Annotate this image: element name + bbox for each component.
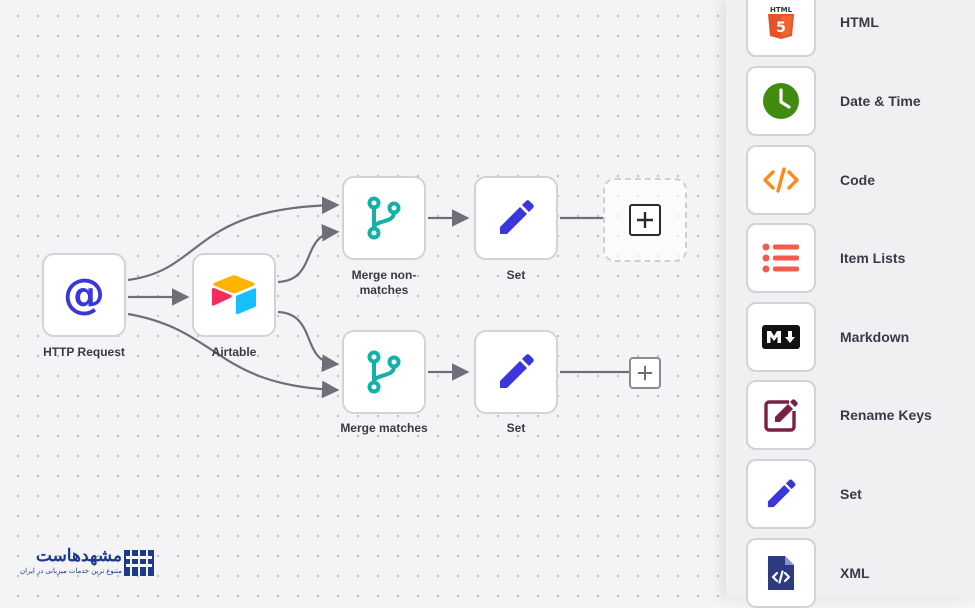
add-node-button[interactable] xyxy=(629,357,661,389)
panel-item-html[interactable]: HTML 5 HTML xyxy=(746,0,975,57)
panel-item-label: XML xyxy=(840,565,870,581)
branch-merge-icon xyxy=(367,350,401,394)
branch-merge-icon xyxy=(367,196,401,240)
panel-item-label: Item Lists xyxy=(840,250,906,266)
node-label: Merge matches xyxy=(340,421,428,435)
node-merge-matches[interactable] xyxy=(342,330,426,414)
panel-item-code[interactable]: Code xyxy=(746,145,975,215)
panel-item-label: Rename Keys xyxy=(840,407,932,423)
edge-airtable-merge1 xyxy=(277,224,340,284)
brand-tagline: متنوع ترین خدمات میزبانی در ایران xyxy=(20,568,122,575)
pencil-icon xyxy=(500,200,534,234)
html5-icon: HTML 5 xyxy=(768,6,794,39)
plus-icon xyxy=(637,212,653,228)
node-set[interactable] xyxy=(474,330,558,414)
node-label: Set xyxy=(506,421,526,435)
panel-item-label: HTML xyxy=(840,14,879,30)
panel-item-xml[interactable]: XML xyxy=(746,538,975,608)
node-label: HTTP Request xyxy=(43,345,125,359)
panel-item-date-time[interactable]: Date & Time xyxy=(746,66,975,136)
edge-http-merge2 xyxy=(127,312,340,399)
node-http-request[interactable]: @ xyxy=(42,253,126,337)
markdown-icon xyxy=(762,325,800,349)
pencil-icon xyxy=(767,479,796,508)
xml-file-icon xyxy=(768,556,794,590)
node-label: Airtable xyxy=(211,345,257,359)
panel-item-markdown[interactable]: Markdown xyxy=(746,302,975,372)
add-node-button[interactable] xyxy=(603,178,687,262)
panel-item-item-lists[interactable]: Item Lists xyxy=(746,223,975,293)
panel-item-set[interactable]: Set xyxy=(746,459,975,529)
pencil-icon xyxy=(500,354,534,388)
code-icon xyxy=(763,167,799,193)
workflow-canvas[interactable]: @ HTTP Request Airtable Merge non- match… xyxy=(0,0,730,598)
edge-airtable-merge2 xyxy=(277,310,340,372)
panel-item-rename-keys[interactable]: Rename Keys xyxy=(746,380,975,450)
brand-logo: مشهدهاست متنوع ترین خدمات میزبانی در ایر… xyxy=(18,546,158,582)
node-label: Merge non- matches xyxy=(351,268,417,297)
node-set[interactable] xyxy=(474,176,558,260)
svg-text:5: 5 xyxy=(776,20,786,36)
edge-http-merge1 xyxy=(127,196,340,282)
panel-item-label: Markdown xyxy=(840,329,910,345)
node-label: Set xyxy=(506,268,526,282)
panel-item-label: Code xyxy=(840,172,875,188)
brand-mark-icon xyxy=(124,550,154,576)
brand-name: مشهدهاست xyxy=(35,546,122,565)
node-airtable[interactable] xyxy=(192,253,276,337)
at-sign-icon: @ xyxy=(63,270,105,318)
svg-text:@: @ xyxy=(63,270,105,318)
list-icon xyxy=(762,243,799,273)
edit-icon xyxy=(764,399,798,432)
plus-icon xyxy=(637,365,653,381)
svg-text:HTML: HTML xyxy=(770,6,793,14)
panel-item-label: Set xyxy=(840,486,862,502)
panel-item-label: Date & Time xyxy=(840,93,921,109)
node-panel[interactable]: HTML 5 HTML Date & Time xyxy=(726,0,975,608)
node-merge-non-matches[interactable] xyxy=(342,176,426,260)
connections xyxy=(127,196,630,399)
airtable-logo-icon xyxy=(212,275,256,315)
clock-icon xyxy=(763,83,799,119)
